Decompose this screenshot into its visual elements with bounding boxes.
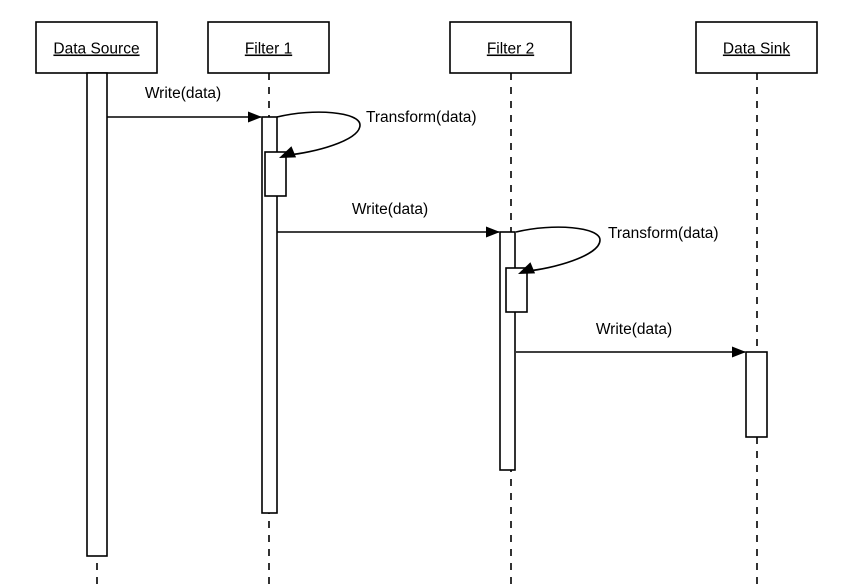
- message-label-write-data-3: Write(data): [596, 321, 672, 338]
- arrow-head-icon-5: [732, 346, 746, 358]
- arrow-head-icon-3: [486, 226, 500, 238]
- activation-bar-data-sink-0[interactable]: [745, 351, 768, 438]
- activation-bar-filter-1-nested[interactable]: [264, 151, 287, 197]
- arrow-head-icon-2: [279, 146, 297, 158]
- self-call-loop-path-1: [276, 111, 361, 156]
- lifeline-filter-2[interactable]: Filter 2: [449, 21, 572, 586]
- message-label-write-data-1: Write(data): [145, 85, 221, 102]
- lifeline-header-box-data-source[interactable]: [35, 21, 158, 74]
- lifeline-filter-1[interactable]: Filter 1: [207, 21, 330, 586]
- lifeline-data-source[interactable]: Data Source: [35, 21, 158, 586]
- message-transform-data-2[interactable]: Transform(data): [515, 225, 719, 274]
- message-write-data-3[interactable]: Write(data): [516, 321, 746, 358]
- activation-bar-filter-1-0[interactable]: [261, 116, 278, 514]
- lifeline-header-box-data-sink[interactable]: [695, 21, 818, 74]
- arrow-head-icon-1: [248, 111, 262, 123]
- lifeline-data-sink[interactable]: Data Sink: [695, 21, 818, 586]
- message-label-write-data-2: Write(data): [352, 201, 428, 218]
- activation-bar-data-source-0[interactable]: [86, 72, 108, 557]
- message-transform-data-1[interactable]: Transform(data): [276, 109, 477, 158]
- lifeline-label-filter-1: Filter 1: [245, 41, 292, 58]
- self-call-loop-path-2: [515, 226, 601, 272]
- activation-bar-filter-2-nested[interactable]: [505, 267, 528, 313]
- lifeline-header-box-filter-2[interactable]: [449, 21, 572, 74]
- lifeline-label-data-source: Data Source: [53, 41, 139, 58]
- message-label-transform-data-1: Transform(data): [366, 109, 477, 126]
- lifeline-label-filter-2: Filter 2: [487, 41, 534, 58]
- arrow-head-icon-4: [518, 262, 536, 274]
- lifeline-label-data-sink: Data Sink: [723, 41, 790, 58]
- message-write-data-1[interactable]: Write(data): [107, 85, 262, 123]
- message-label-transform-data-2: Transform(data): [608, 225, 719, 242]
- lifeline-header-box-filter-1[interactable]: [207, 21, 330, 74]
- message-write-data-2[interactable]: Write(data): [277, 201, 500, 238]
